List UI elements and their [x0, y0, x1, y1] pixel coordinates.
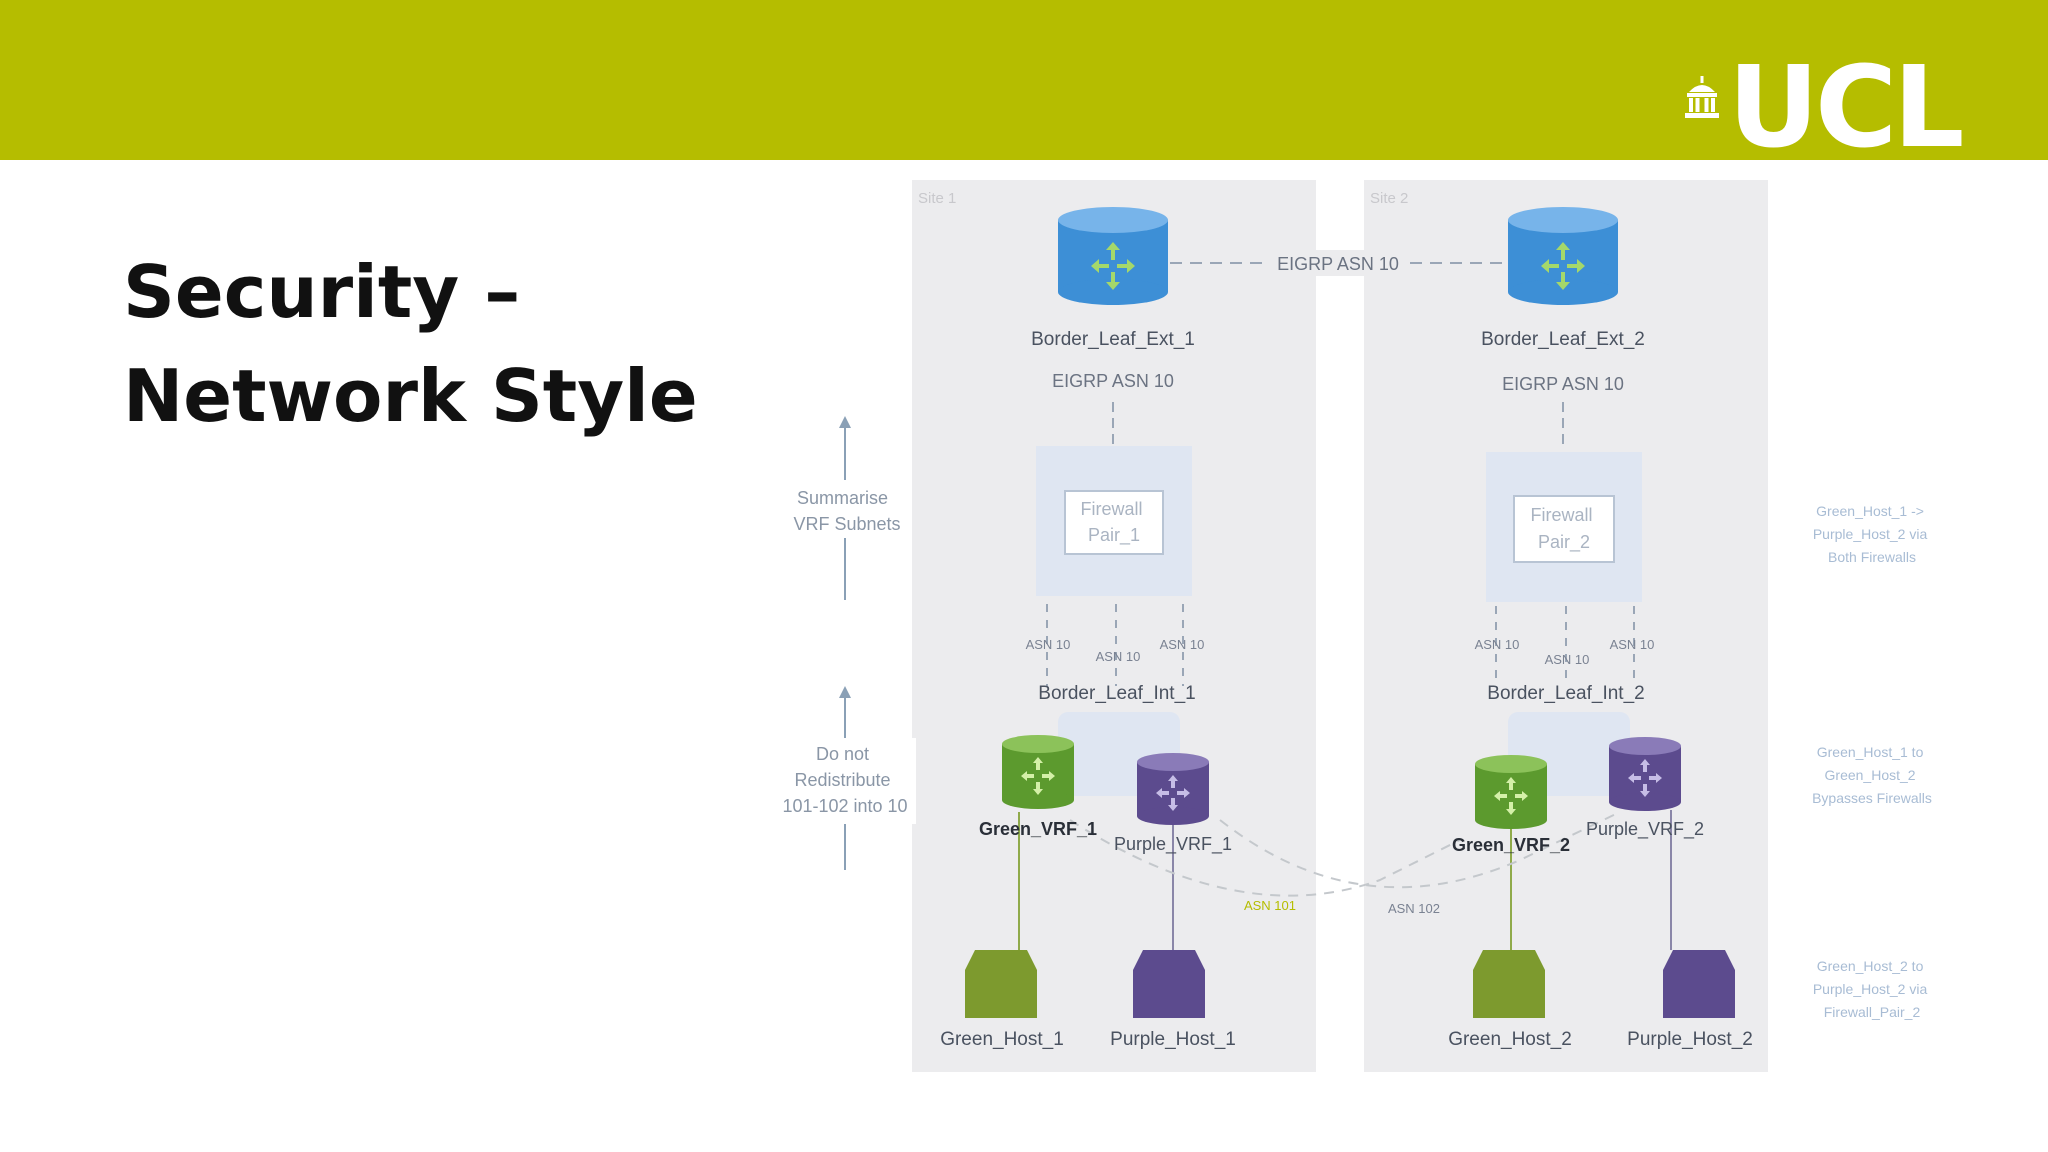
fw1-asn-b: ASN 10: [1096, 649, 1141, 664]
border-leaf-ext-1-label: Border_Leaf_Ext_1: [1031, 329, 1195, 350]
purple-vrf-1-label: Purple_VRF_1: [1114, 834, 1232, 855]
purple-host-1-icon: [1133, 950, 1205, 1018]
green-host-1-label: Green_Host_1: [940, 1029, 1064, 1050]
green-host-1-icon: [965, 950, 1037, 1018]
purple-vrf-1-router: [1137, 753, 1209, 825]
summarise-label-bg: [778, 480, 912, 538]
purple-host-1-label: Purple_Host_1: [1110, 1029, 1236, 1050]
border-leaf-ext-2-router: [1508, 207, 1618, 305]
fw2-asn-b: ASN 10: [1545, 652, 1590, 667]
green-vrf-1-label: Green_VRF_1: [979, 819, 1097, 839]
portico-icon: [1685, 76, 1719, 118]
title-line-2: Network Style: [123, 354, 698, 438]
purple-vrf-2-router: [1609, 737, 1681, 811]
redistribute-label: Do not Redistribute 101-102 into 10: [782, 744, 907, 816]
summarise-label: Summarise VRF Subnets: [793, 488, 900, 534]
green-vrf-2-router: [1475, 755, 1547, 829]
fw1-asn-a: ASN 10: [1026, 637, 1071, 652]
purple-host-2-label: Purple_Host_2: [1627, 1029, 1753, 1050]
router-arrows-icon: [1541, 242, 1585, 290]
border-leaf-ext-1-asn: EIGRP ASN 10: [1052, 371, 1174, 391]
redistribute-label-bg: [768, 738, 916, 824]
green-vrf-1-router: [1002, 735, 1074, 809]
border-leaf-int-1-label: Border_Leaf_Int_1: [1038, 683, 1195, 704]
asn-102-label-bg: [1384, 898, 1444, 916]
site-1-panel: [912, 180, 1316, 1072]
router-arrows-icon: [1494, 777, 1528, 815]
purple-vrf-2-label: Purple_VRF_2: [1586, 819, 1704, 840]
note-green1-to-purple2: Green_Host_1 -> Purple_Host_2 via Both F…: [1813, 503, 1931, 565]
router-arrows-icon: [1021, 757, 1055, 795]
fw1-asn-c: ASN 10: [1160, 637, 1205, 652]
firewall-pair-2-box: [1513, 495, 1615, 563]
border-leaf-int-2-label: Border_Leaf_Int_2: [1487, 683, 1644, 704]
asn-101-label: ASN 101: [1244, 898, 1296, 913]
eigrp-peer-label-bg: [1270, 250, 1404, 276]
site-1-label: Site 1: [918, 190, 956, 207]
note-green2-to-purple2: Green_Host_2 to Purple_Host_2 via Firewa…: [1813, 958, 1931, 1020]
title-line-1: Security –: [123, 250, 521, 334]
green-host-2-label: Green_Host_2: [1448, 1029, 1572, 1050]
network-diagram: Site 1 Site 2 Summarise VRF Subnets Do n…: [768, 180, 1932, 1072]
fw2-asn-c: ASN 10: [1610, 637, 1655, 652]
purple-host-2-icon: [1663, 950, 1735, 1018]
border-leaf-ext-2-label: Border_Leaf_Ext_2: [1481, 329, 1645, 350]
site-2-label: Site 2: [1370, 190, 1408, 207]
page-title: Security – Network Style: [123, 240, 698, 448]
border-leaf-ext-2-asn: EIGRP ASN 10: [1502, 374, 1624, 394]
asn-102-label: ASN 102: [1388, 901, 1440, 916]
green-host-2-icon: [1473, 950, 1545, 1018]
fw2-asn-a: ASN 10: [1475, 637, 1520, 652]
asn-102-link: [1219, 811, 1621, 889]
asn-101-link: [1069, 819, 1461, 897]
firewall-pair-1-label: Firewall Pair_1: [1080, 499, 1147, 546]
eigrp-peer-label: EIGRP ASN 10: [1277, 254, 1399, 274]
firewall-pair-1-box: [1064, 490, 1164, 555]
router-arrows-icon: [1091, 242, 1135, 290]
header-banner: [0, 0, 2048, 160]
firewall-pair-2-label: Firewall Pair_2: [1530, 505, 1597, 553]
green-vrf-2-label: Green_VRF_2: [1452, 835, 1570, 855]
router-arrows-icon: [1156, 775, 1190, 811]
logo-text: UCL: [1728, 43, 1965, 173]
border-leaf-ext-1-router: [1058, 207, 1168, 305]
router-arrows-icon: [1628, 759, 1662, 797]
ucl-logo: UCL: [1682, 52, 2002, 164]
note-green1-to-green2: Green_Host_1 to Green_Host_2 Bypasses Fi…: [1812, 744, 1932, 806]
